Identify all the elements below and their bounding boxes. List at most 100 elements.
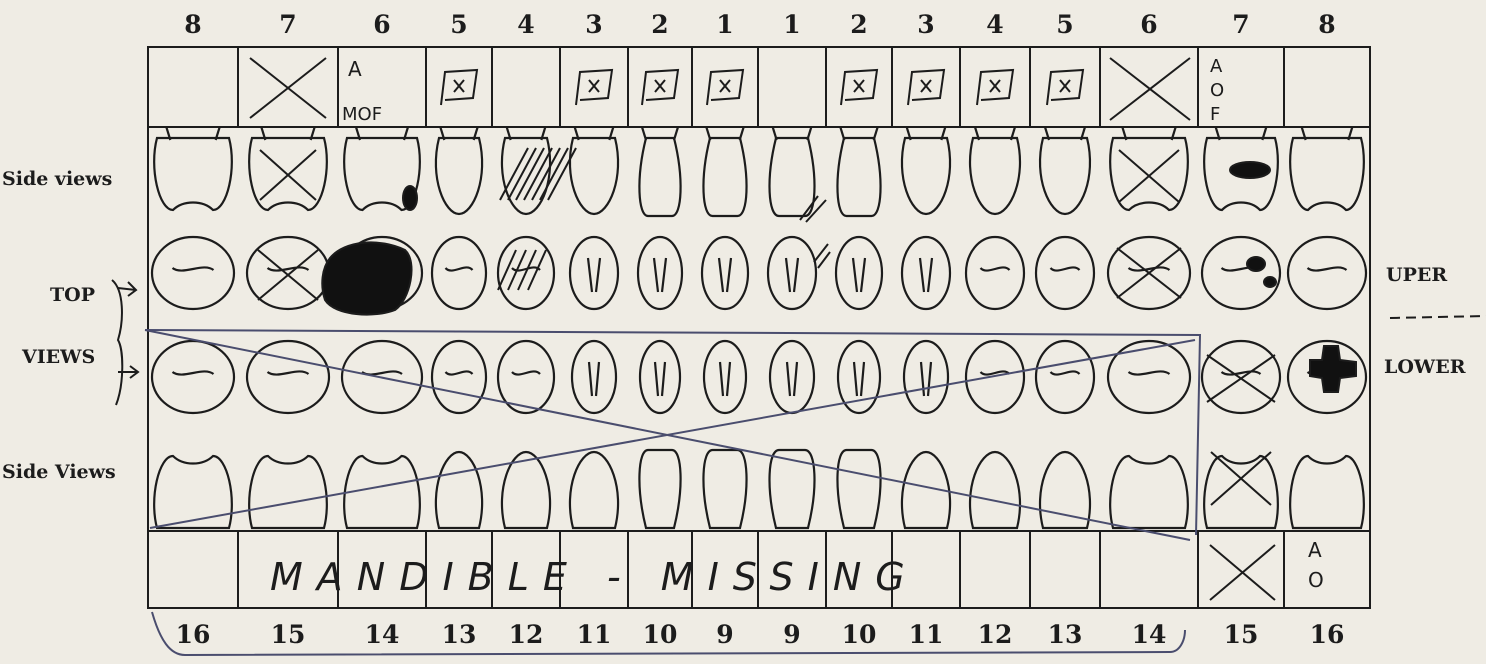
lower-tooth-number: 10 <box>630 620 690 649</box>
treatment-marks <box>250 58 1356 600</box>
missing-tooth-mark <box>1110 58 1190 120</box>
lower-tooth-number: 9 <box>695 620 755 649</box>
upper-lower-separator <box>1390 316 1486 318</box>
upper-side-tooth <box>770 138 815 216</box>
upper-tooth-number: 3 <box>564 10 624 39</box>
extracted-tooth-mark <box>1207 355 1275 402</box>
lower-tooth-number: 14 <box>352 620 412 649</box>
cavity-mark <box>1247 257 1265 271</box>
upper-top-tooth <box>836 237 882 309</box>
lower-side-tooth <box>770 450 815 528</box>
upper-6-annotation-mof: MOF <box>342 104 382 125</box>
upper-tooth-number: 2 <box>630 10 690 39</box>
lower-side-tooth <box>1040 452 1090 528</box>
upper-tooth-number: 6 <box>352 10 412 39</box>
upper-tooth-number: 7 <box>1211 10 1271 39</box>
upper-6-annotation-a: A <box>348 57 362 81</box>
extracted-tooth-mark <box>1211 452 1271 505</box>
extracted-tooth-mark <box>1119 150 1179 202</box>
upper-side-tooth <box>436 138 482 214</box>
teeth-drawings <box>152 127 1366 528</box>
upper-tooth-number: 1 <box>695 10 755 39</box>
restoration-flag-mark <box>908 70 944 105</box>
upper-7-annotation: F <box>1210 104 1220 125</box>
lower-top-tooth <box>904 341 948 413</box>
cavity-mark <box>1310 346 1356 392</box>
lower-top-tooth <box>966 341 1024 413</box>
lower-top-tooth <box>247 341 329 413</box>
lower-top-tooth <box>704 341 746 413</box>
extracted-tooth-mark <box>258 250 318 300</box>
lower-tooth-number: 13 <box>1035 620 1095 649</box>
lower-16-annotation: O <box>1308 568 1324 592</box>
upper-tooth-number: 8 <box>1297 10 1357 39</box>
upper-side-tooth <box>1290 138 1364 210</box>
upper-tooth-number: 7 <box>258 10 318 39</box>
upper-tooth-number: 1 <box>762 10 822 39</box>
lower-top-tooth <box>1108 341 1190 413</box>
lower-tooth-number: 12 <box>965 620 1025 649</box>
lower-side-tooth <box>249 456 327 528</box>
missing-tooth-mark <box>250 58 326 118</box>
lower-top-tooth <box>1036 341 1094 413</box>
lower-top-tooth <box>152 341 234 413</box>
lower-top-tooth <box>770 341 814 413</box>
views-label: VIEWS <box>22 346 95 368</box>
upper-tooth-number: 5 <box>1035 10 1095 39</box>
extracted-tooth-mark <box>1117 248 1181 298</box>
restoration-flag-mark <box>977 70 1013 105</box>
upper-side-tooth <box>703 138 746 216</box>
lower-side-tooth <box>970 452 1020 528</box>
lower-side-tooth <box>639 450 680 528</box>
upper-side-tooth <box>837 138 880 216</box>
restoration-flag-mark <box>1047 70 1083 105</box>
upper-tooth-number: 5 <box>429 10 489 39</box>
lower-side-tooth <box>703 450 746 528</box>
extracted-tooth-mark <box>260 150 316 200</box>
amalgam-fill-mark <box>322 242 411 314</box>
upper-tooth-number: 3 <box>896 10 956 39</box>
views-brace <box>112 280 122 405</box>
lower-side-tooth <box>570 452 618 528</box>
side-views-upper-label: Side views <box>2 168 112 190</box>
lower-tooth-number: 13 <box>429 620 489 649</box>
upper-side-tooth <box>639 138 680 216</box>
lower-top-tooth <box>1202 341 1280 413</box>
upper-top-tooth <box>768 237 816 309</box>
lower-side-tooth <box>1110 456 1188 528</box>
upper-top-tooth <box>570 237 618 309</box>
upper-top-tooth <box>902 237 950 309</box>
lower-top-tooth <box>572 341 616 413</box>
lower-tooth-number: 15 <box>1211 620 1271 649</box>
cavity-mark <box>1230 162 1270 178</box>
lower-top-tooth <box>432 341 486 413</box>
upper-side-tooth <box>1040 138 1090 214</box>
lower-label: LOWER <box>1384 356 1466 378</box>
lower-tooth-number: 9 <box>762 620 822 649</box>
upper-top-tooth <box>152 237 234 309</box>
pencil-box-line <box>145 330 1200 535</box>
upper-top-tooth <box>966 237 1024 309</box>
hatched-restoration-mark <box>498 148 576 290</box>
upper-side-tooth <box>570 138 618 214</box>
upper-top-tooth <box>702 237 748 309</box>
lower-tooth-number: 14 <box>1119 620 1179 649</box>
upper-side-tooth <box>970 138 1020 214</box>
lower-tooth-number: 10 <box>829 620 889 649</box>
lower-16-annotation: A <box>1308 538 1322 562</box>
lower-tooth-number: 12 <box>496 620 556 649</box>
upper-7-annotation: O <box>1210 80 1224 101</box>
upper-tooth-number: 4 <box>496 10 556 39</box>
upper-side-tooth <box>902 138 950 214</box>
upper-top-tooth <box>1288 237 1366 309</box>
upper-top-tooth <box>1036 237 1094 309</box>
restoration-flag-mark <box>576 70 612 105</box>
side-views-lower-label: Side Views <box>2 461 116 483</box>
lower-side-tooth <box>837 450 880 528</box>
restoration-flag-mark <box>441 70 477 105</box>
lower-top-tooth <box>640 341 680 413</box>
lower-tooth-number: 16 <box>163 620 223 649</box>
upper-tooth-number: 8 <box>163 10 223 39</box>
missing-tooth-mark <box>1210 545 1275 600</box>
